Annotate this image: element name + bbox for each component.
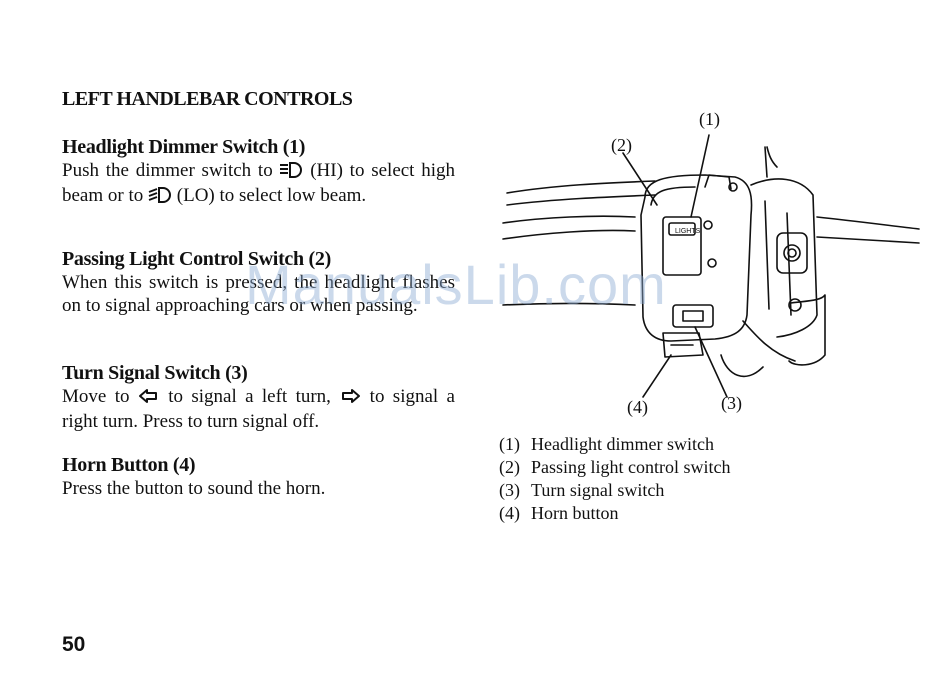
section-turn-signal: Turn Signal Switch (3) Move to to signal… <box>62 362 455 433</box>
section-text: Move to to signal a left turn, to signal… <box>62 385 455 433</box>
section-heading: Turn Signal Switch (3) <box>62 362 248 384</box>
low-beam-icon <box>148 186 172 209</box>
handlebar-drawing: LIGHTS <box>502 134 920 398</box>
section-heading: Headlight Dimmer Switch (1) <box>62 136 306 158</box>
text-part: (HI) to select high beam or to <box>62 160 455 206</box>
lights-label: LIGHTS <box>675 228 701 235</box>
section-text: Push the dimmer switch to (HI) to select… <box>62 159 455 209</box>
caption-number: (3) <box>499 480 520 500</box>
high-beam-icon <box>279 161 303 184</box>
text-part: Push the dimmer switch to <box>62 160 280 181</box>
caption-number: (4) <box>499 503 520 523</box>
section-heading: Passing Light Control Switch (2) <box>62 248 331 270</box>
caption-text: Turn signal switch <box>531 480 665 500</box>
page-title: LEFT HANDLEBAR CONTROLS <box>62 88 353 110</box>
section-text: Press the button to sound the horn. <box>62 478 326 499</box>
section-horn-button: Horn Button (4) Press the button to soun… <box>62 454 455 500</box>
text-part: to signal a right turn. Press to turn si… <box>62 386 455 432</box>
callout-2: (2) <box>611 135 632 155</box>
callout-4: (4) <box>627 397 648 417</box>
text-part: to signal a left turn, <box>159 386 340 407</box>
right-arrow-icon <box>339 387 361 410</box>
handlebar-illustration: LIGHTS (1) (2) (3) (4) <box>495 105 925 425</box>
section-passing-light: Passing Light Control Switch (2) When th… <box>62 248 455 317</box>
text-part: Move to <box>62 386 138 407</box>
text-part: (LO) to select low beam. <box>172 185 367 206</box>
section-dimmer-switch: Headlight Dimmer Switch (1) Push the dim… <box>62 136 455 209</box>
callout-3: (3) <box>721 393 742 413</box>
section-text: When this switch is pressed, the headlig… <box>62 272 455 316</box>
caption-item: (4) Horn button <box>499 502 731 525</box>
section-heading: Horn Button (4) <box>62 454 196 476</box>
caption-text: Passing light control switch <box>531 457 731 477</box>
caption-item: (3) Turn signal switch <box>499 479 731 502</box>
caption-text: Horn button <box>531 503 619 523</box>
caption-item: (2) Passing light control switch <box>499 456 731 479</box>
left-arrow-icon <box>138 387 160 410</box>
caption-number: (1) <box>499 434 520 454</box>
caption-number: (2) <box>499 457 520 477</box>
callout-1: (1) <box>699 109 720 129</box>
page-number: 50 <box>62 633 86 656</box>
figure-captions: (1) Headlight dimmer switch (2) Passing li… <box>499 433 731 525</box>
caption-item: (1) Headlight dimmer switch <box>499 433 731 456</box>
caption-text: Headlight dimmer switch <box>531 434 714 454</box>
